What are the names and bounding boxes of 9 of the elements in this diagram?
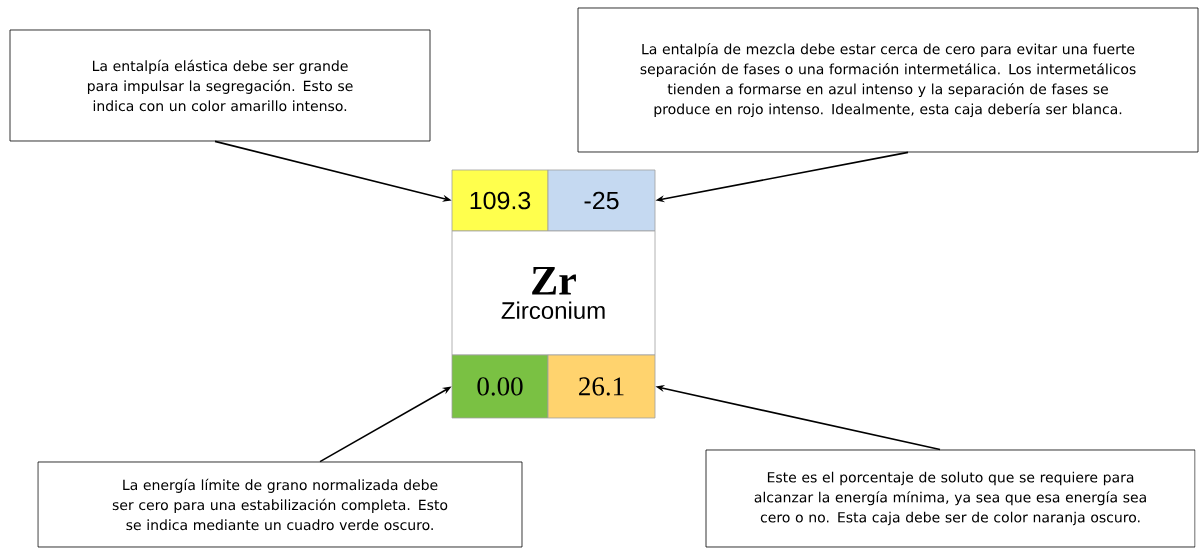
- element-cell: Zr Zirconium: [451, 230, 656, 356]
- value-cell: 26.1: [547, 354, 656, 419]
- callout-box: La entalpía de mezcla debe estar cerca de cero para evitar una fuerte separación de fases o una formación intermetálica. Los intermetálicos tienden a formarse en azul intenso y la separación de fases se produce en rojo intenso. Idealmente, esta caja debería ser blanca.: [577, 7, 1199, 153]
- value-cell: 0.00: [451, 354, 549, 419]
- value-cell: 109.3: [451, 169, 549, 232]
- callout-box: La energía límite de grano normalizada debe ser cero para una estabilización completa. Esto se indica mediante un cuadro verde oscuro.: [37, 461, 523, 548]
- callout-box: Este es el porcentaje de soluto que se requiere para alcanzar la energía mínima, ya sea que esa energía sea cero o no. Esta caja debe ser de color naranja oscuro.: [705, 449, 1196, 548]
- callout-box: La entalpía elástica debe ser grande para impulsar la segregación. Esto se indica con un color amarillo intenso.: [9, 29, 431, 142]
- value-cell: -25: [547, 169, 656, 232]
